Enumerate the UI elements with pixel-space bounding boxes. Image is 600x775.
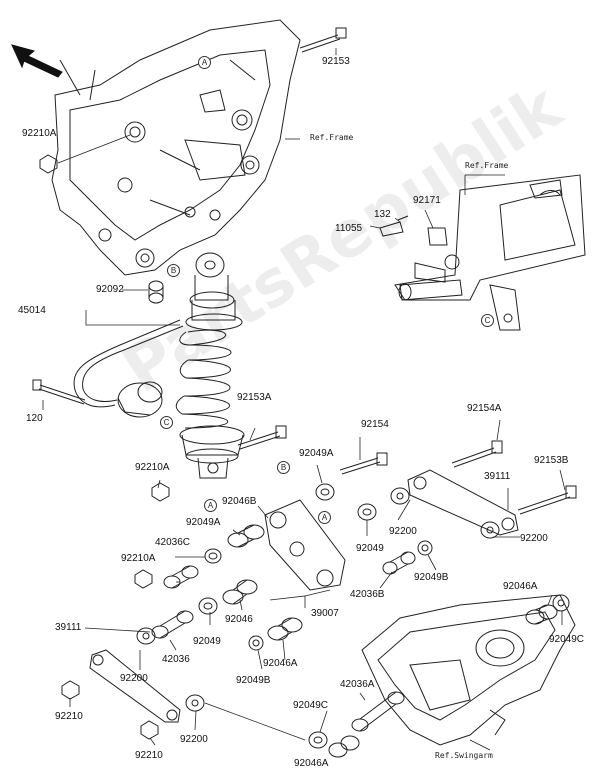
preload-adjuster-drawing <box>73 319 184 418</box>
part-label-92200-bottom[interactable]: 92200 <box>180 734 208 745</box>
part-label-92046a-right[interactable]: 92046A <box>503 581 538 592</box>
part-label-92049c-low[interactable]: 92049C <box>293 700 329 711</box>
part-label-39007[interactable]: 39007 <box>311 608 339 619</box>
nuts-drawing <box>39 154 170 740</box>
part-label-92049c-right[interactable]: 92049C <box>549 634 585 645</box>
part-label-92210-b[interactable]: 92210 <box>135 750 163 761</box>
part-label-120[interactable]: 120 <box>26 413 43 424</box>
part-label-92049a-left[interactable]: 92049A <box>186 517 221 528</box>
part-label-42036[interactable]: 42036 <box>162 654 190 665</box>
washers-drawing <box>136 483 570 749</box>
marker-b-link: B <box>277 461 290 474</box>
part-label-42036c[interactable]: 42036C <box>155 537 191 548</box>
part-label-92154a[interactable]: 92154A <box>467 403 502 414</box>
part-label-92049b-right[interactable]: 92049B <box>414 572 449 583</box>
ref-frame-rear-label: Ref.Frame <box>465 161 509 170</box>
frame-rear-drawing <box>379 174 586 331</box>
linkage-drawing <box>89 469 519 723</box>
part-label-92046[interactable]: 92046 <box>225 614 253 625</box>
rear-shock-drawing <box>175 252 245 479</box>
part-label-92049a-top[interactable]: 92049A <box>299 448 334 459</box>
swingarm-drawing <box>361 594 576 746</box>
part-label-92049b-low[interactable]: 92049B <box>236 675 271 686</box>
part-label-92210a-low[interactable]: 92210A <box>121 553 156 564</box>
part-label-92200-mid[interactable]: 92200 <box>389 526 417 537</box>
bolts-drawing <box>32 27 577 515</box>
part-label-92153a[interactable]: 92153A <box>237 392 272 403</box>
part-label-92200-left[interactable]: 92200 <box>120 673 148 684</box>
part-label-92153b[interactable]: 92153B <box>534 455 569 466</box>
part-label-42036b[interactable]: 42036B <box>350 589 385 600</box>
front-direction-arrow-icon <box>11 44 63 78</box>
part-label-92200-right[interactable]: 92200 <box>520 533 548 544</box>
marker-a-shock: A <box>204 499 217 512</box>
part-label-39111-right[interactable]: 39111 <box>484 471 511 482</box>
part-label-92049[interactable]: 92049 <box>356 543 384 554</box>
part-label-92210a[interactable]: 92210A <box>22 128 57 139</box>
marker-b-frame: B <box>167 264 180 277</box>
part-label-92046b[interactable]: 92046B <box>222 496 257 507</box>
part-label-92210-a[interactable]: 92210 <box>55 711 83 722</box>
leader-lines <box>42 48 566 758</box>
frame-drawing <box>51 19 301 276</box>
part-label-92171[interactable]: 92171 <box>413 195 441 206</box>
ref-frame-label: Ref.Frame <box>310 133 354 142</box>
part-label-11055[interactable]: 11055 <box>335 223 363 234</box>
part-label-92153[interactable]: 92153 <box>322 56 350 67</box>
part-label-92154[interactable]: 92154 <box>361 419 389 430</box>
part-label-39111-left[interactable]: 39111 <box>55 622 82 633</box>
marker-a-top: A <box>198 56 211 69</box>
part-label-92210a-mid[interactable]: 92210A <box>135 462 170 473</box>
part-label-92049-low[interactable]: 92049 <box>193 636 221 647</box>
part-label-132[interactable]: 132 <box>374 209 391 220</box>
part-label-92092[interactable]: 92092 <box>96 284 124 295</box>
marker-c-adjuster: C <box>160 416 173 429</box>
ref-swingarm-label: Ref.Swingarm <box>435 751 493 760</box>
marker-c-frame: C <box>481 314 494 327</box>
marker-a-link: A <box>318 511 331 524</box>
part-label-92046a-mid[interactable]: 92046A <box>263 658 298 669</box>
part-label-92046a-bottom[interactable]: 92046A <box>294 758 329 769</box>
part-label-45014[interactable]: 45014 <box>18 305 46 316</box>
collars-drawing <box>148 280 558 758</box>
part-label-42036a[interactable]: 42036A <box>340 679 375 690</box>
